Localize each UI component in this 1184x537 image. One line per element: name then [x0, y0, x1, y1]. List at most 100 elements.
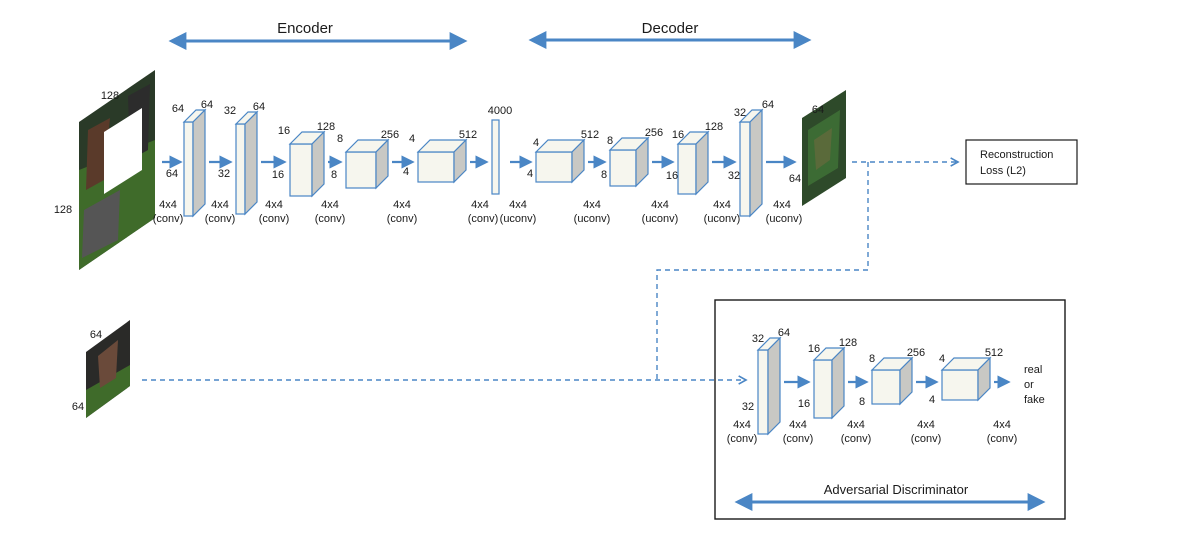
encoder-label: Encoder — [277, 20, 333, 37]
encoder-layer-1-d2-label: 64 — [201, 99, 213, 111]
encoder-layer-4-side — [375, 138, 389, 190]
input-width-label: 128 — [101, 90, 119, 102]
discriminator-layer-4-front — [941, 369, 979, 401]
output-label-fake: fake — [1024, 394, 1045, 406]
discriminator-layer-2-d3-label: 16 — [798, 398, 810, 410]
encoder-layer-5-side — [453, 138, 467, 184]
encoder-layer-5-front — [417, 151, 455, 183]
output-label-real: real — [1024, 364, 1042, 376]
bottleneck-op-type-label: (conv) — [468, 213, 499, 225]
decoder-layer-1-front — [535, 151, 573, 183]
encoder-layer-3-side — [311, 130, 325, 198]
encoder-layer-5-op-label: 4x4 — [393, 199, 411, 211]
discriminator-layer-3-op-type-label: (conv) — [841, 433, 872, 445]
encoder-layer-3-d1-label: 16 — [278, 125, 290, 137]
decoder-layer-3-d2-label: 128 — [705, 121, 723, 133]
discriminator-layer-4-side — [977, 356, 991, 402]
decoder-layer-2-d1-label: 8 — [607, 135, 613, 147]
decoder-layer-4-d2-label: 64 — [762, 99, 774, 111]
decoder-layer-4-d3-label: 32 — [728, 170, 740, 182]
discriminator-layer-2-d2-label: 128 — [839, 337, 857, 349]
discriminator-layer-2-op-type-label: (conv) — [783, 433, 814, 445]
encoder-layer-5-d1-label: 4 — [409, 133, 415, 145]
decoder-layer-3-op-label: 4x4 — [651, 199, 669, 211]
decoder-layer-2-d3-label: 8 — [601, 169, 607, 181]
output-to-discriminator-dashed-path — [656, 162, 869, 380]
discriminator-layer-3-d3-label: 8 — [859, 396, 865, 408]
discriminator-label: Adversarial Discriminator — [824, 482, 969, 497]
encoder-layer-3-d3-label: 16 — [272, 169, 284, 181]
discriminator-layer-3-d2-label: 256 — [907, 347, 925, 359]
output-op-type-label: (uconv) — [766, 213, 803, 225]
decoder-layer-2-side — [635, 136, 649, 188]
network-blocks: 64 64 64 4x4 (conv) 32 64 32 4x4 (conv) 16 128 16 4x4… — [153, 99, 1011, 445]
encoder-layer-1-front — [183, 121, 194, 217]
reconstruction-loss-box — [965, 139, 1078, 185]
decoder-layer-4-d1-label: 32 — [734, 107, 746, 119]
encoder-layer-4-op-type-label: (conv) — [315, 213, 346, 225]
encoder-layer-2-front — [235, 123, 246, 215]
discriminator-layer-1-d1-label: 32 — [752, 333, 764, 345]
encoder-layer-5-op-type-label: (conv) — [387, 213, 418, 225]
decoder-layer-1-d2-label: 512 — [581, 129, 599, 141]
decoder-layer-3-op-type-label: (uconv) — [642, 213, 679, 225]
decoder-label: Decoder — [642, 20, 699, 37]
encoder-layer-1-op-label: 4x4 — [159, 199, 177, 211]
encoder-layer-2-side — [244, 110, 258, 216]
encoder-layer-2-d3-label: 32 — [218, 168, 230, 180]
discriminator-layer-4-d1-label: 4 — [939, 353, 945, 365]
masked-region — [104, 108, 142, 194]
decoder-layer-3-side — [695, 130, 709, 196]
discriminator-layer-3-front — [871, 369, 901, 405]
discriminator-layer-4-op-label: 4x4 — [917, 419, 935, 431]
bottleneck-size-label: 4000 — [488, 105, 512, 117]
reconstruction-loss-line2: Loss (L2) — [980, 165, 1026, 177]
decoder-layer-4-front — [739, 121, 751, 217]
discriminator-layer-2-op-label: 4x4 — [789, 419, 807, 431]
encoder-layer-4-d2-label: 256 — [381, 129, 399, 141]
decoder-layer-1-d3-label: 4 — [527, 168, 533, 180]
discriminator-layer-1-d3-label: 32 — [742, 401, 754, 413]
decoder-layer-1-op-type-label: (uconv) — [500, 213, 537, 225]
discriminator-final-op-label: 4x4 — [993, 419, 1011, 431]
discriminator-layer-3-side — [899, 356, 913, 406]
patch-width-label: 64 — [90, 329, 102, 341]
decoder-layer-3-front — [677, 143, 697, 195]
encoder-layer-1-op-type-label: (conv) — [153, 213, 184, 225]
encoder-layer-4-op-label: 4x4 — [321, 199, 339, 211]
bottleneck-block — [491, 119, 500, 195]
discriminator-layer-4-d2-label: 512 — [985, 347, 1003, 359]
bottleneck-op-label: 4x4 — [471, 199, 489, 211]
encoder-layer-2-d1-label: 32 — [224, 105, 236, 117]
input-image — [79, 70, 155, 270]
input-height-label: 128 — [54, 204, 72, 216]
discriminator-layer-1-op-type-label: (conv) — [727, 433, 758, 445]
output-label-or: or — [1024, 379, 1034, 391]
decoder-layer-3-d1-label: 16 — [672, 129, 684, 141]
encoder-layer-3-op-label: 4x4 — [265, 199, 283, 211]
output-op-label: 4x4 — [773, 199, 791, 211]
encoder-layer-5-d2-label: 512 — [459, 129, 477, 141]
encoder-layer-1-side — [192, 108, 206, 218]
reconstruction-loss-line1: Reconstruction — [980, 149, 1053, 161]
encoder-layer-2-d2-label: 64 — [253, 101, 265, 113]
encoder-layer-3-front — [289, 143, 313, 197]
discriminator-layer-4-d3-label: 4 — [929, 394, 935, 406]
decoder-layer-2-d2-label: 256 — [645, 127, 663, 139]
discriminator-box — [714, 299, 1066, 520]
patch-height-label: 64 — [72, 401, 84, 413]
discriminator-layer-1-side — [767, 336, 781, 436]
encoder-layer-1-d3-label: 64 — [166, 168, 178, 180]
discriminator-layer-2-d1-label: 16 — [808, 343, 820, 355]
discriminator-layer-3-op-label: 4x4 — [847, 419, 865, 431]
discriminator-layer-1-d2-label: 64 — [778, 327, 790, 339]
discriminator-layer-1-op-label: 4x4 — [733, 419, 751, 431]
decoder-layer-2-op-type-label: (uconv) — [574, 213, 611, 225]
decoder-layer-1-d1-label: 4 — [533, 137, 539, 149]
decoder-layer-4-op-label: 4x4 — [713, 199, 731, 211]
real-patch-image — [86, 320, 130, 418]
discriminator-layer-2-front — [813, 359, 833, 419]
decoder-layer-1-op-label: 4x4 — [509, 199, 527, 211]
decoder-layer-4-side — [749, 108, 763, 218]
